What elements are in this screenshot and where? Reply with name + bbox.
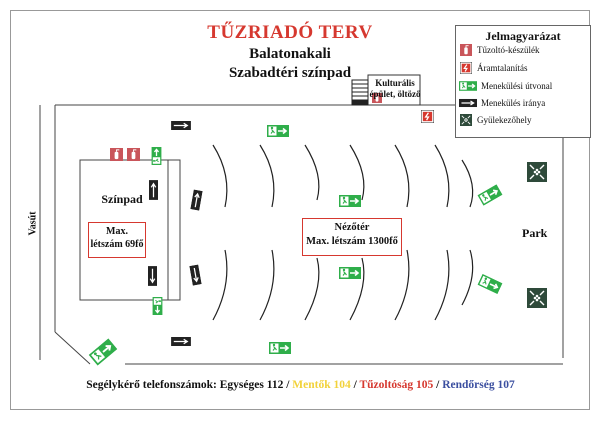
escape-direction-arrow-icon [459,98,477,108]
legend-item-label: Menekülés iránya [481,98,546,108]
legend-item-label: Menekülési útvonal [481,81,553,91]
escape-direction-arrow-icon [189,264,202,286]
venue-name: Szabadtéri színpad [228,65,352,81]
legend-item-label: Tűzoltó-készülék [477,45,540,55]
escape-direction-arrow-icon [190,189,203,211]
legend-item: Menekülés iránya [459,96,545,110]
auditorium-box: Nézőtér Max. létszám 1300fő [302,218,402,256]
escape-direction-arrow-icon [148,266,157,286]
power-cut-icon [460,62,472,74]
park-label: Park [522,226,548,240]
legend-item: Gyülekezőhely [459,113,531,127]
plan-title: TŰZRIADÓ TERV [207,22,373,43]
legend-item: Áramtalanítás [459,61,527,75]
page-border [10,10,590,410]
footer-separator: / [433,379,443,391]
legend-item: Menekülési útvonal [459,79,552,93]
footer-separator: / [350,379,360,391]
seating-rows [212,144,474,321]
exit-route-icon [339,267,361,279]
escape-direction-arrow-icon [171,337,191,346]
exit-route-icon [339,195,361,207]
assembly-point-icon [527,162,547,182]
escape-direction-arrow-icon [171,121,191,130]
building-label: Kulturális épület, öltöző [369,78,421,99]
legend-item-label: Áramtalanítás [477,63,528,73]
auditorium-label: Nézőtér [334,222,370,233]
stage-fire-extinguisher-icon [110,148,123,161]
exit-route-icon [152,297,163,315]
footer-prefix: Segélykérő telefonszámok: Egységes 112 / [86,379,293,391]
police-number: Rendőrség 107 [442,379,515,391]
auditorium-capacity: Max. létszám 1300fő [306,236,398,247]
stage-capacity-box: Max. létszám 69fő [88,222,146,258]
exit-route-icon [477,184,503,206]
fire-extinguisher-icon [460,44,472,56]
legend-item: Tűzoltó-készülék [459,43,539,57]
cultural-building [351,74,421,106]
exit-route-icon [151,147,162,165]
fire-department-number: Tűzoltóság 105 [359,379,434,391]
exit-route-icon [269,342,291,354]
exit-route-icon [88,338,118,366]
assembly-point-icon [527,288,547,308]
emergency-phone-numbers: Segélykérő telefonszámok: Egységes 112 /… [0,379,601,391]
exit-route-icon [477,273,503,295]
power-cut-icon [421,110,434,123]
stage-capacity: Max. létszám 69fő [90,226,144,250]
stage-fire-extinguisher-icon [127,148,140,161]
legend: Jelmagyarázat Tűzoltó-készülék Áramtalan… [455,25,591,138]
assembly-point-icon [460,114,472,126]
legend-item-label: Gyülekezőhely [477,115,532,125]
stairs [351,79,369,106]
railway-label: Vasút [27,211,39,236]
legend-title: Jelmagyarázat [485,29,561,43]
stage-label: Színpad [101,192,143,206]
ambulance-number: Mentők 104 [292,379,351,391]
exit-route-icon [267,125,289,137]
exit-route-icon [459,81,477,91]
location-name: Balatonakali [249,46,331,62]
